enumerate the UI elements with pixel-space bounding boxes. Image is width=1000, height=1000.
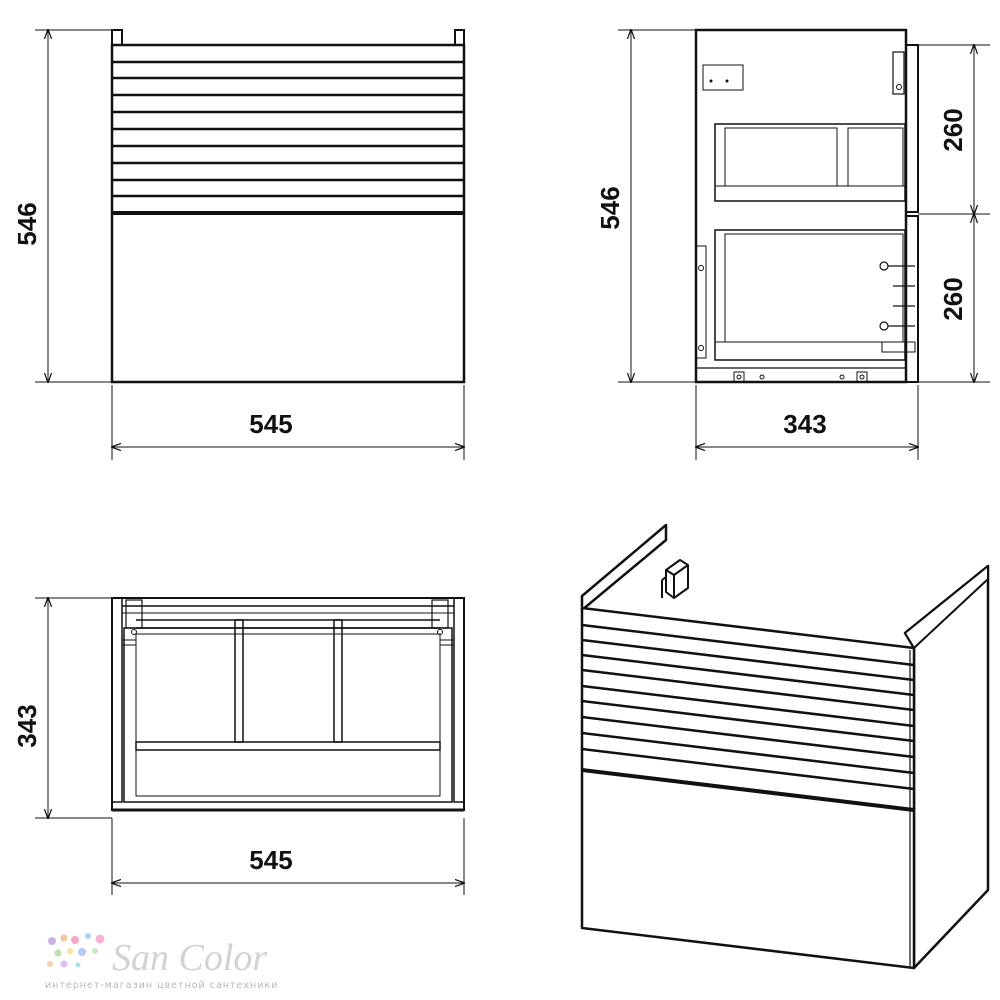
front-width-dimension xyxy=(112,385,464,460)
side-depth-dimension xyxy=(696,385,918,460)
iso-slats xyxy=(581,623,915,791)
top-depth-dimension xyxy=(35,598,112,818)
side-view xyxy=(694,28,919,384)
front-width-label: 545 xyxy=(249,409,292,439)
side-depth-label: 343 xyxy=(783,409,826,439)
front-height-dimension xyxy=(35,30,112,382)
top-width-label: 545 xyxy=(249,845,292,875)
top-view xyxy=(111,597,465,812)
top-depth-label: 343 xyxy=(12,704,42,747)
side-height-label: 546 xyxy=(595,186,625,229)
logo-tagline: интернет-магазин цветной сантехники xyxy=(45,980,278,991)
isometric-view xyxy=(580,523,990,970)
top-width-dimension xyxy=(112,818,464,895)
sancolor-logo: San Color интернет-магазин цветной санте… xyxy=(45,933,278,991)
logo-name: San Color xyxy=(112,937,267,979)
side-height-dimension xyxy=(618,30,696,382)
front-slats xyxy=(112,60,464,198)
lower-drawer-height-label: 260 xyxy=(938,277,968,320)
logo-dots-icon xyxy=(47,933,105,968)
upper-drawer-height-label: 260 xyxy=(938,108,968,151)
front-view xyxy=(110,29,466,384)
front-height-label: 546 xyxy=(12,202,42,245)
side-drawer-dimensions xyxy=(918,45,990,382)
